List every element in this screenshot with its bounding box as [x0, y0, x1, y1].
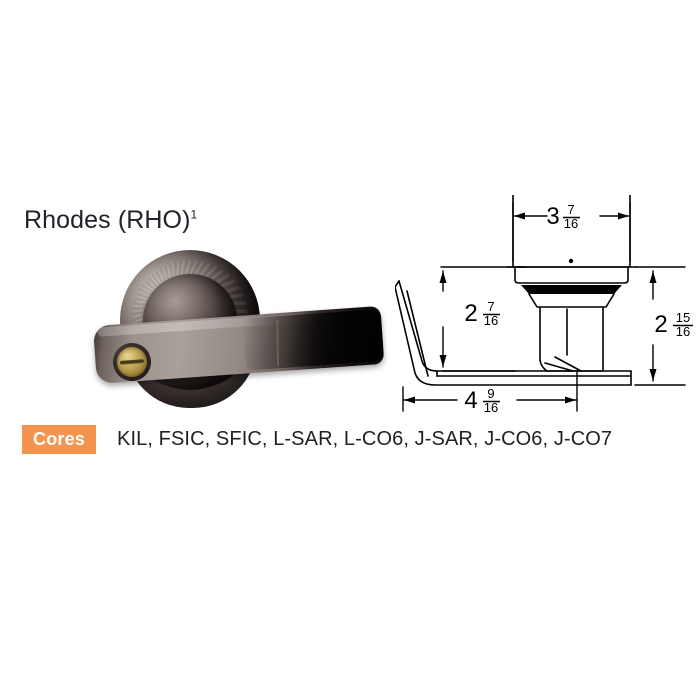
dim-outer-denominator: 16 [676, 324, 690, 339]
dim-bottom-numerator: 9 [487, 386, 494, 401]
dim-inner-denominator: 16 [484, 313, 498, 328]
cores-row: Cores KIL, FSIC, SFIC, L-SAR, L-CO6, J-S… [22, 424, 612, 454]
top-arrow-left [514, 212, 525, 220]
dim-inner-whole: 2 [464, 300, 477, 327]
page-title: Rhodes (RHO)1 [24, 206, 197, 235]
dim-outer-numerator: 15 [676, 310, 690, 325]
product-title-text: Rhodes (RHO) [24, 206, 191, 234]
product-photo [92, 248, 385, 413]
cores-value-list: KIL, FSIC, SFIC, L-SAR, L-CO6, J-SAR, J-… [117, 427, 613, 450]
cylinder-brass-face [115, 345, 149, 379]
inner-arrow-top [439, 271, 447, 283]
title-footnote-marker: 1 [190, 207, 198, 222]
neck-taper [528, 293, 615, 308]
keyway-slot [119, 359, 145, 365]
dim-top-numerator: 7 [567, 202, 574, 217]
fillet-crease-b [554, 356, 582, 372]
fillet-crease-a [544, 362, 574, 372]
dim-top-whole: 3 [546, 203, 559, 230]
dim-top-denominator: 16 [564, 216, 578, 231]
lever-return-crease [406, 290, 429, 377]
dim-bottom-denominator: 16 [484, 400, 498, 415]
rose-center-dot [568, 258, 574, 264]
bottom-arrow-right [565, 396, 576, 404]
right-arrow-top [649, 271, 657, 283]
dimension-diagram-svg: 3 7 16 2 7 16 2 15 16 4 9 16 [395, 195, 693, 415]
lever-return-outer [395, 286, 436, 386]
cores-badge: Cores [22, 424, 97, 454]
lever-dark-tip [242, 308, 385, 371]
dim-bottom-whole: 4 [464, 387, 477, 414]
bottom-arrow-left [404, 396, 415, 404]
rose-flange [514, 266, 629, 284]
dim-inner-numerator: 7 [487, 299, 494, 314]
inner-arrow-bottom [439, 355, 447, 367]
lever-return-cap [395, 280, 400, 288]
rose-shadow-band [521, 285, 622, 294]
dimension-diagram: 3 7 16 2 7 16 2 15 16 4 9 16 [395, 195, 695, 415]
top-arrow-right [618, 212, 629, 220]
right-arrow-bottom [649, 369, 657, 381]
dim-outer-whole: 2 [654, 311, 667, 338]
